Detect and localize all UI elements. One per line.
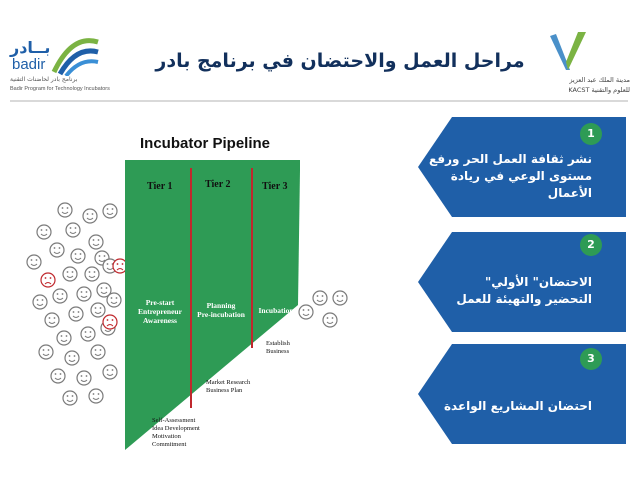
smiley-face-icon [298, 304, 314, 320]
annotation-market-2: Business Plan [206, 387, 243, 394]
title-divider [10, 100, 628, 102]
step-2-banner: 2 الاحتضان" الأولي" التحضير والتهيئة للع… [418, 232, 626, 332]
step-1-banner: 1 نشر ثقافة العمل الحر ورفع مستوى الوعي … [418, 117, 626, 217]
smiley-face-icon [76, 370, 92, 386]
smiley-face-icon [102, 203, 118, 219]
badir-latin-text: badir [12, 56, 46, 73]
annotation-self-3: Motivation [152, 433, 182, 440]
smiley-face-icon [44, 312, 60, 328]
smiley-face-icon [49, 242, 65, 258]
badir-logo: بــادر badir برنامج بادر لحاضنات التقنية… [10, 34, 130, 96]
annotation-self-1: Self-Assessment [152, 417, 196, 424]
smiley-face-icon [102, 364, 118, 380]
smiley-face-icon [332, 290, 348, 306]
slide-title: مراحل العمل والاحتضان في برنامج بادر [155, 50, 525, 72]
kacst-logo: مدينة الملك عبد العزيز للعلوم والتقنية K… [538, 30, 634, 100]
annotation-establish-1: Establish [266, 340, 291, 347]
badir-tagline-ar: برنامج بادر لحاضنات التقنية [10, 76, 78, 83]
smiley-face-icon [90, 344, 106, 360]
smiley-face-icon [322, 312, 338, 328]
step-2-text: الاحتضان" الأولي" التحضير والتهيئة للعمل [456, 275, 592, 306]
step-2-shape [418, 232, 626, 332]
step-2-number: 2 [580, 234, 602, 256]
smiley-face-icon [26, 254, 42, 270]
sad-face-icon [40, 272, 56, 288]
smiley-face-icon [90, 302, 106, 318]
smiley-face-icon [36, 224, 52, 240]
smiley-face-icon [65, 222, 81, 238]
badir-tagline-en: Badir Program for Technology Incubators [10, 86, 110, 92]
pipeline-funnel [125, 160, 300, 450]
smiley-face-icon [57, 202, 73, 218]
tier-1-label: Tier 1 [147, 181, 172, 192]
tier-3-label: Tier 3 [262, 181, 287, 192]
smiley-face-icon [106, 292, 122, 308]
smiley-face-icon [38, 344, 54, 360]
annotation-self-4: Commitment [152, 441, 187, 448]
smiley-face-icon [80, 326, 96, 342]
smiley-face-icon [88, 234, 104, 250]
sad-face-icon [102, 314, 118, 330]
smiley-face-icon [56, 330, 72, 346]
stage-pre-incubation: Pre-incubation [197, 310, 246, 319]
stage-awareness: Awareness [143, 316, 177, 325]
step-1-shape [418, 117, 626, 217]
step-3-number: 3 [580, 348, 602, 370]
smiley-face-icon [84, 266, 100, 282]
step-3-text: احتضان المشاريع الواعدة [443, 399, 592, 413]
tier-2-label: Tier 2 [205, 179, 230, 190]
annotation-establish-2: Business [266, 348, 290, 355]
kacst-line1: مدينة الملك عبد العزيز [569, 76, 630, 84]
faces-group [26, 202, 348, 406]
smiley-face-icon [68, 306, 84, 322]
smiley-face-icon [62, 266, 78, 282]
badir-arabic-text: بــادر [10, 38, 51, 57]
smiley-face-icon [50, 368, 66, 384]
smiley-face-icon [88, 388, 104, 404]
annotation-self-2: Idea Development [152, 425, 200, 432]
smiley-face-icon [76, 286, 92, 302]
stage-planning: Planning [207, 301, 236, 310]
smiley-face-icon [82, 208, 98, 224]
smiley-face-icon [96, 282, 112, 298]
annotation-market-1: Market Research [206, 379, 251, 386]
smiley-face-icon [62, 390, 78, 406]
sad-face-icon [112, 258, 128, 274]
smiley-face-icon [32, 294, 48, 310]
step-3-banner: 3 احتضان المشاريع الواعدة [418, 344, 626, 444]
smiley-face-icon [52, 288, 68, 304]
step-1-text: نشر ثقافة العمل الحر ورفع مستوى الوعي في… [429, 152, 592, 200]
smiley-face-icon [312, 290, 328, 306]
kacst-logo-icon [550, 32, 586, 70]
stage-pre-start: Pre-start [146, 298, 175, 307]
step-1-number: 1 [580, 123, 602, 145]
pipeline-diagram: Tier 1 Tier 2 Tier 3 Pre-start Entrepren… [26, 160, 348, 450]
pipeline-title: Incubator Pipeline [140, 135, 271, 152]
smiley-face-icon [70, 248, 86, 264]
smiley-face-icon [64, 350, 80, 366]
kacst-line2: للعلوم والتقنية KACST [568, 86, 630, 94]
step-3-shape [418, 344, 626, 444]
badir-logo-icon [51, 38, 99, 76]
stage-entrepreneur: Entrepreneur [138, 307, 183, 316]
stage-incubation: Incubation [258, 306, 294, 315]
